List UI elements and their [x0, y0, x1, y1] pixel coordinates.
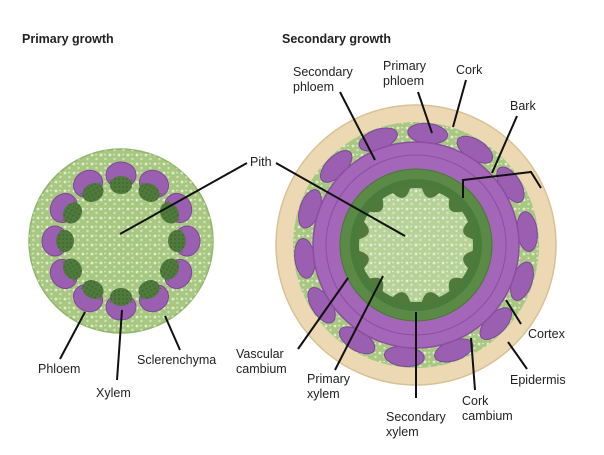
xylem-point — [389, 184, 412, 198]
xylem-core — [138, 279, 160, 300]
label-bark: Bark — [510, 99, 536, 113]
vascular-bundle — [168, 225, 201, 257]
xylem-core — [82, 182, 104, 203]
vascular-bundle — [138, 279, 170, 313]
label-cork-cambium-1: Cork — [462, 394, 489, 408]
vascular-bundle — [138, 169, 170, 203]
primary-xylem-point — [448, 194, 467, 213]
label-cork-cambium-2: cambium — [462, 409, 513, 423]
xylem-point — [463, 218, 477, 241]
xylem-core — [159, 202, 180, 224]
vascular-bundle — [72, 169, 104, 203]
primary-xylem-point — [463, 218, 477, 241]
primary-xylem-point — [448, 277, 467, 296]
vascular-bundle — [49, 258, 83, 290]
xylem-point — [420, 292, 443, 306]
label-pith: Pith — [250, 155, 272, 169]
label-secondary-xylem-2: xylem — [386, 425, 419, 439]
primary-xylem-point — [420, 292, 443, 306]
label-sclerenchyma: Sclerenchyma — [137, 353, 216, 367]
primary-xylem-point — [365, 194, 384, 213]
xylem-core — [159, 258, 180, 280]
label-vascular-cambium-2: cambium — [236, 362, 287, 376]
label-primary-phloem-2: phloem — [383, 74, 424, 88]
label-primary-phloem-1: Primary — [383, 59, 427, 73]
primary-xylem-bundles — [355, 184, 477, 306]
xylem-core — [110, 288, 132, 306]
xylem-point — [420, 184, 443, 198]
xylem-point — [355, 249, 369, 272]
vascular-bundle — [49, 192, 83, 224]
vascular-bundle — [72, 279, 104, 313]
label-cortex: Cortex — [528, 327, 566, 341]
leader-lines — [59, 79, 542, 398]
label-xylem: Xylem — [96, 386, 131, 400]
label-primary-xylem-2: xylem — [307, 387, 340, 401]
xylem-point — [463, 249, 477, 272]
primary-stem — [28, 148, 214, 334]
vascular-bundle — [105, 161, 137, 194]
label-epidermis: Epidermis — [510, 373, 566, 387]
xylem-core — [138, 182, 160, 203]
xylem-point — [448, 194, 467, 213]
primary-vascular-bundles — [41, 161, 201, 321]
secondary-stem — [275, 104, 557, 386]
label-cork: Cork — [456, 63, 483, 77]
label-phloem: Phloem — [38, 362, 80, 376]
xylem-core — [82, 279, 104, 300]
label-secondary-phloem-1: Secondary — [293, 65, 354, 79]
label-primary-xylem-1: Primary — [307, 372, 351, 386]
xylem-point — [365, 194, 384, 213]
vascular-bundle — [159, 192, 193, 224]
primary-xylem-point — [389, 292, 412, 306]
primary-growth-title: Primary growth — [22, 32, 114, 46]
xylem-core — [62, 258, 83, 280]
xylem-core — [62, 202, 83, 224]
xylem-core — [56, 230, 74, 252]
xylem-core — [168, 230, 186, 252]
primary-xylem-point — [463, 249, 477, 272]
primary-xylem-point — [355, 218, 369, 241]
label-vascular-cambium-1: Vascular — [236, 347, 284, 361]
primary-xylem-point — [355, 249, 369, 272]
vascular-bundle — [41, 225, 74, 257]
vascular-bundle — [159, 258, 193, 290]
vascular-bundle — [105, 288, 137, 321]
primary-xylem-point — [420, 184, 443, 198]
xylem-core — [110, 176, 132, 194]
label-secondary-phloem-2: phloem — [293, 80, 334, 94]
secondary-growth-title: Secondary growth — [282, 32, 391, 46]
primary-xylem-point — [389, 184, 412, 198]
xylem-point — [355, 218, 369, 241]
xylem-point — [448, 277, 467, 296]
xylem-point — [389, 292, 412, 306]
label-secondary-xylem-1: Secondary — [386, 410, 447, 424]
